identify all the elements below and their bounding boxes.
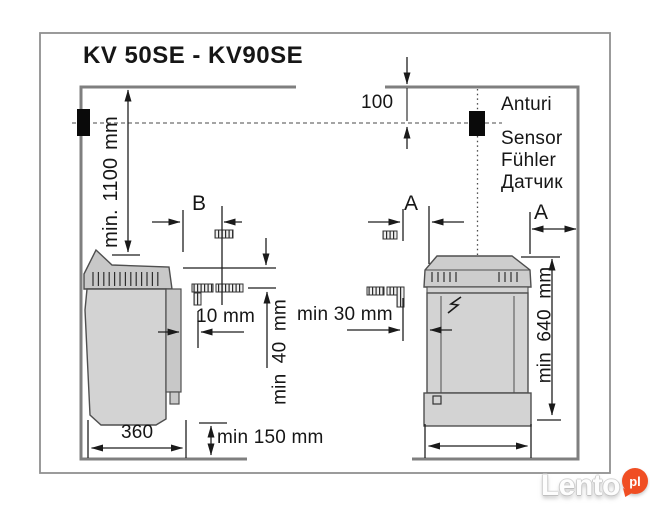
heater-side-body [84, 288, 167, 426]
heater-front-view [423, 255, 532, 427]
rail-segment [366, 286, 385, 296]
sensor-label-fi: Anturi [501, 94, 552, 115]
lightning-bolt-icon [447, 296, 462, 314]
sensor-label-de: Fühler [501, 150, 557, 171]
page-border [39, 32, 611, 474]
rail-segment [215, 283, 244, 293]
heater-front-band [426, 286, 529, 294]
diagram-title: KV 50SE - KV90SE [83, 42, 304, 69]
lento-watermark: Lento pl [540, 468, 648, 502]
heater-front-body [426, 292, 529, 394]
dim-label-30mm: min 30 mm [297, 304, 393, 325]
plinth-notch [432, 395, 442, 405]
dim-label-40mm: min 40 mm [269, 299, 291, 405]
mounting-rail-left [191, 229, 244, 306]
dimension-lines [87, 57, 577, 458]
temperature-sensor-left [77, 109, 90, 136]
rail-bracket [396, 286, 405, 308]
dim-label-a-wall: A [534, 201, 549, 224]
heater-side-rear-foot [169, 391, 180, 405]
rail-stub [214, 229, 234, 239]
dim-label-1100mm: min. 1100 mm [100, 116, 122, 248]
heater-side-vent-slats [92, 272, 159, 286]
right-room-wall [385, 85, 580, 461]
heater-front-plinth [423, 392, 532, 427]
dim-label-10mm: 10 mm [196, 306, 256, 327]
dim-label-150mm: min 150 mm [217, 427, 324, 448]
temperature-sensor-right [469, 111, 485, 136]
rail-bracket [193, 292, 202, 306]
dim-label-360: 360 [121, 422, 154, 443]
heater-front-vent-slats [431, 272, 518, 282]
left-room-wall [79, 85, 296, 461]
heater-front-cap [423, 255, 532, 288]
dim-label-100: 100 [361, 92, 394, 113]
dim-label-b: B [192, 192, 207, 215]
dim-label-a-side: A [404, 192, 419, 215]
mounting-rail-right [366, 230, 405, 308]
rail-stub [382, 230, 398, 240]
heater-side-rear-rack [165, 288, 182, 393]
rail-segment [191, 283, 214, 293]
sensor-label-en: Sensor [501, 128, 563, 149]
lento-pl-text: pl [629, 473, 641, 489]
lento-brand-text: Lento [540, 469, 621, 502]
sensor-label-ru: Датчик [501, 172, 563, 193]
dim-label-640mm: min 640 mm [534, 266, 556, 384]
lento-pl-badge: pl [622, 468, 648, 494]
heater-side-lid [83, 248, 173, 290]
heater-side-view [83, 248, 182, 426]
